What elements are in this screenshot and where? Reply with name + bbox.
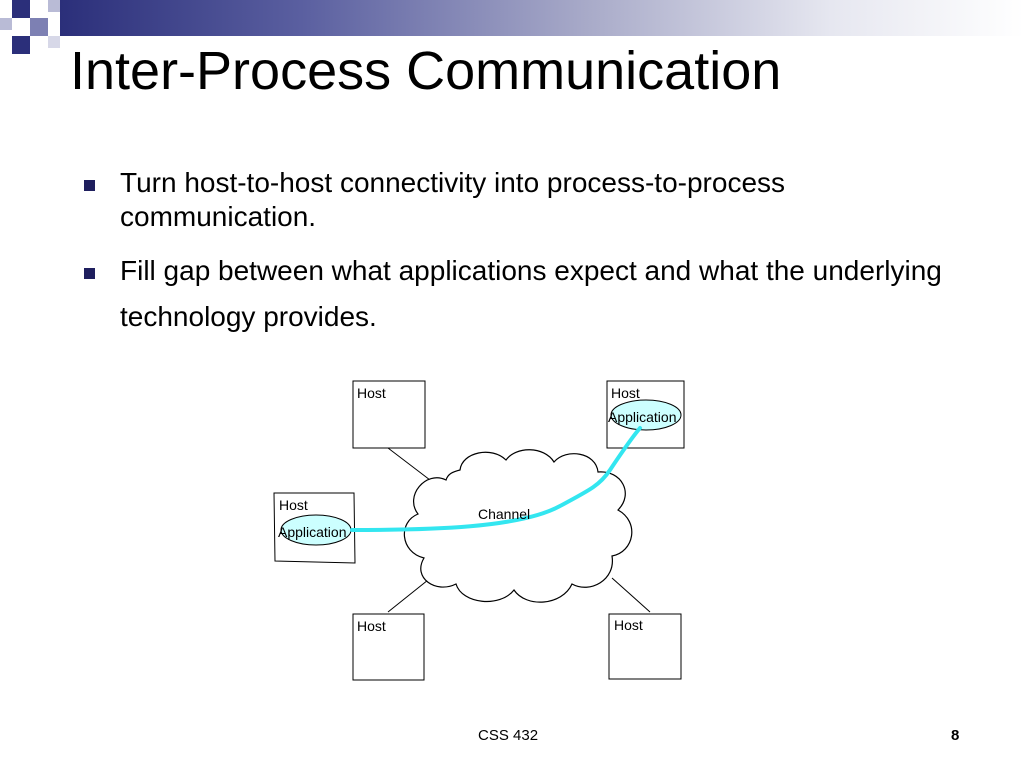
host-box (352, 613, 425, 681)
bullet-item: Fill gap between what applications expec… (84, 248, 964, 340)
host-box (352, 380, 426, 449)
channel-cloud (403, 449, 633, 603)
host-connector-line (387, 447, 431, 481)
host-label: Host (614, 617, 643, 633)
application-label: Application (278, 524, 347, 540)
process-link-line (350, 426, 642, 532)
host-label: Host (357, 385, 386, 401)
slide-title: Inter-Process Communication (70, 41, 782, 101)
bullet-list: Turn host-to-host connectivity into proc… (84, 166, 964, 340)
host-connector-line (387, 579, 429, 613)
footer-course-label: CSS 432 (478, 727, 539, 744)
square-bullet-icon (84, 268, 95, 279)
host-label: Host (611, 385, 640, 401)
host-box (608, 613, 682, 680)
host-label: Host (279, 497, 308, 513)
bullet-item: Turn host-to-host connectivity into proc… (84, 166, 964, 234)
application-label: Application (608, 409, 677, 425)
square-bullet-icon (84, 180, 95, 191)
channel-label: Channel (478, 506, 530, 522)
bullet-text: Turn host-to-host connectivity into proc… (120, 167, 786, 232)
title-gradient-bar (60, 0, 1024, 36)
bullet-text: Fill gap between what applications expec… (120, 255, 942, 332)
host-connector-line (611, 577, 651, 613)
corner-squares-decoration (0, 0, 80, 60)
page-number: 8 (951, 727, 960, 744)
application-ellipse (610, 399, 682, 431)
host-label: Host (357, 618, 386, 634)
